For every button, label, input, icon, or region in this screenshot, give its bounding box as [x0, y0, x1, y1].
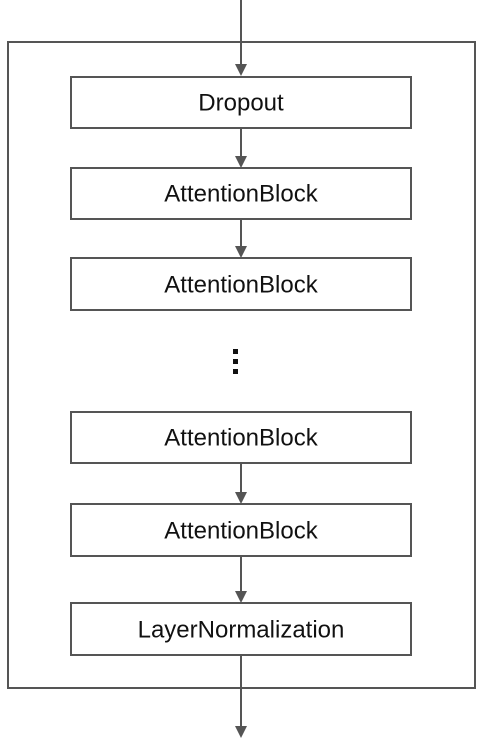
attention-block-layer-4: AttentionBlock [70, 503, 412, 557]
vertical-ellipsis [233, 349, 238, 374]
output-arrow [235, 655, 247, 738]
attention-block-layer-1: AttentionBlock [70, 167, 412, 220]
connector-arrow [235, 128, 247, 168]
layer-box [70, 602, 412, 656]
layer-box [70, 76, 412, 129]
layer-label: AttentionBlock [164, 425, 318, 452]
connector-arrow [235, 463, 247, 504]
layer-label: AttentionBlock [164, 181, 318, 208]
input-arrow [235, 0, 247, 76]
layer-label: AttentionBlock [164, 518, 318, 545]
layer-box [70, 503, 412, 557]
attention-block-layer-2: AttentionBlock [70, 257, 412, 311]
layer-label: Dropout [198, 90, 284, 117]
layer-label: AttentionBlock [164, 272, 318, 299]
layer-label: LayerNormalization [138, 617, 345, 644]
layer-normalization-layer: LayerNormalization [70, 602, 412, 656]
connector-arrow [235, 556, 247, 603]
layer-box [70, 167, 412, 220]
attention-block-layer-3: AttentionBlock [70, 411, 412, 464]
layer-box [70, 257, 412, 311]
dropout-layer: Dropout [70, 76, 412, 129]
connector-arrow [235, 219, 247, 258]
